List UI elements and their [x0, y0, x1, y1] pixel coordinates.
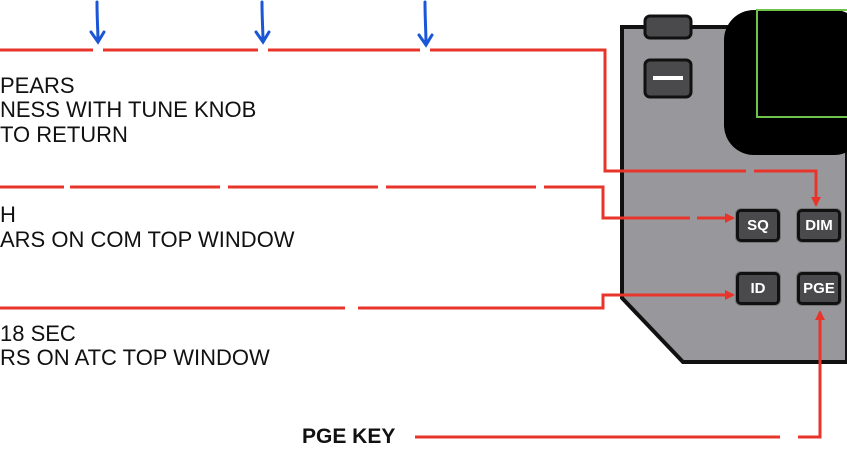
id-note-line: RS ON ATC TOP WINDOW [0, 345, 270, 370]
dim-note-line: PEARS [0, 73, 75, 98]
arrow-down-icon [254, 0, 271, 45]
top-button [643, 14, 693, 40]
sq-button[interactable]: SQ [736, 209, 780, 242]
device-panel [620, 9, 847, 364]
display-screen [724, 10, 847, 155]
display-window [756, 9, 847, 118]
dim-button[interactable]: DIM [797, 209, 841, 242]
blue-arrows [89, 0, 434, 48]
arrow-down-icon [89, 0, 106, 45]
id-note-line: 18 SEC [0, 321, 76, 346]
leader-lines [0, 48, 825, 439]
arrow-down-icon [417, 0, 434, 48]
sq-note-line: H [0, 202, 16, 227]
pge-button[interactable]: PGE [797, 272, 841, 305]
minus-icon [653, 76, 683, 80]
id-button[interactable]: ID [736, 272, 780, 305]
dim-note-line: NESS WITH TUNE KNOB [0, 97, 257, 122]
pge-key-callout: PGE KEY [302, 425, 396, 448]
sq-note-line: ARS ON COM TOP WINDOW [0, 227, 295, 252]
dim-note-line: TO RETURN [0, 122, 128, 147]
